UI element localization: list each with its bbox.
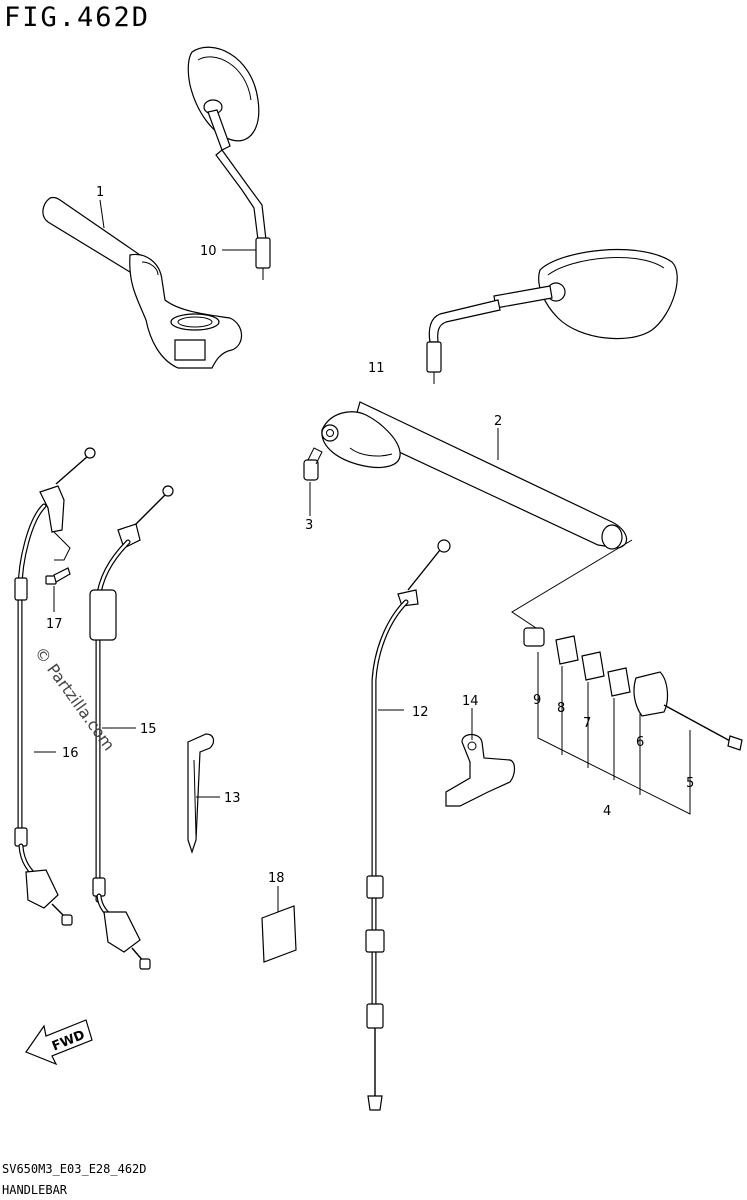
callout-9: 9 — [533, 693, 541, 708]
callout-10: 10 — [200, 244, 217, 259]
throttle-cable-no1[interactable] — [14, 447, 96, 926]
callout-1: 1 — [96, 185, 104, 200]
callout-3: 3 — [305, 518, 313, 533]
throttle-cable-no2[interactable] — [89, 485, 174, 970]
callout-labels: 1 2 3 4 5 6 7 8 9 10 11 12 13 14 15 16 1… — [46, 185, 694, 886]
cable-bracket[interactable] — [445, 733, 516, 807]
warning-label[interactable] — [261, 905, 297, 963]
callout-5: 5 — [686, 776, 694, 791]
bar-end-weight-set[interactable] — [523, 627, 743, 751]
right-mirror[interactable] — [426, 248, 678, 384]
alignment-line — [511, 539, 633, 629]
callout-17: 17 — [46, 617, 63, 632]
callout-6: 6 — [636, 735, 644, 750]
cable-holder-screw[interactable] — [45, 531, 71, 585]
handlebar[interactable] — [321, 401, 628, 550]
leader-lines — [34, 199, 499, 912]
callout-18: 18 — [268, 871, 285, 886]
clamp-bolt[interactable] — [303, 447, 323, 481]
callout-4: 4 — [603, 804, 611, 819]
callout-14: 14 — [462, 694, 479, 709]
callout-13: 13 — [224, 791, 241, 806]
forward-direction-arrow: FWD — [25, 1019, 93, 1066]
watermark: © Partzilla.com — [31, 643, 119, 754]
callout-16: 16 — [62, 746, 79, 761]
handlebar-grip-assembly[interactable] — [42, 196, 243, 369]
cable-clamp-band[interactable] — [187, 733, 215, 854]
callout-7: 7 — [583, 716, 591, 731]
callout-12: 12 — [412, 705, 429, 720]
figure-title: FIG.462D — [4, 2, 151, 33]
callout-2: 2 — [494, 414, 502, 429]
figure-caption: HANDLEBAR — [2, 1183, 68, 1197]
clutch-cable[interactable] — [365, 539, 451, 1111]
figure-code: SV650M3_E03_E28_462D — [2, 1162, 147, 1176]
callout-11: 11 — [368, 361, 385, 376]
callout-15: 15 — [140, 722, 157, 737]
callout-8: 8 — [557, 701, 565, 716]
left-mirror[interactable] — [187, 46, 271, 280]
